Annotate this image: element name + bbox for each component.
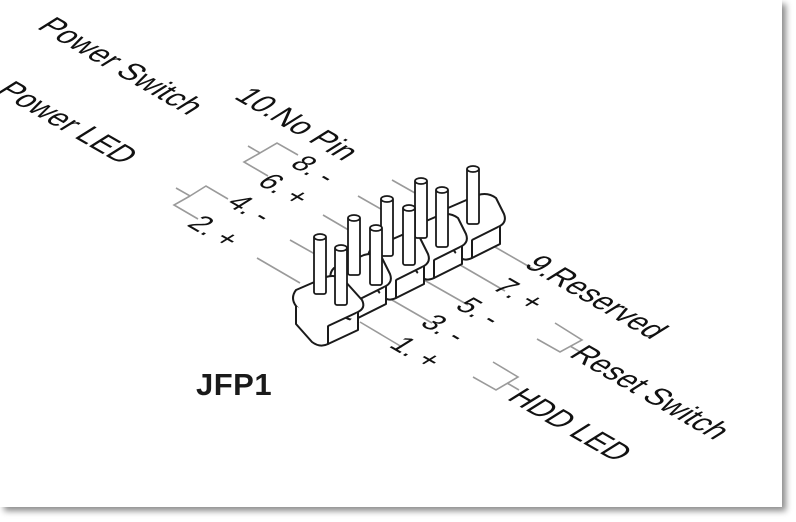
leader-7: [454, 261, 506, 292]
power-switch-bracket: [242, 142, 299, 177]
connector-title: JFP1: [196, 367, 273, 402]
leader-1: [359, 321, 403, 348]
diagram-canvas: Power Switch Power LED 10.No Pin 8. - 6.…: [0, 12, 739, 467]
reset-switch-bracket: [536, 322, 584, 354]
pin-9: [466, 165, 480, 225]
leader-2: [256, 257, 301, 284]
pin-8: [414, 177, 428, 239]
pin-2: [313, 233, 327, 295]
leader-lines: [172, 142, 584, 391]
power-led-bracket: [172, 185, 229, 220]
pin-7: [435, 186, 449, 248]
pin-1: [334, 244, 348, 306]
pins: [313, 165, 480, 306]
pin-4: [347, 214, 361, 276]
pin-5: [402, 204, 416, 266]
leader-9: [487, 242, 536, 271]
jfp1-header-drawing: [172, 142, 584, 391]
hdd-led-bracket: [472, 361, 520, 391]
leader-3: [391, 299, 433, 324]
pin-3: [369, 224, 383, 286]
leader-10: [391, 179, 416, 194]
leader-5: [423, 279, 469, 306]
